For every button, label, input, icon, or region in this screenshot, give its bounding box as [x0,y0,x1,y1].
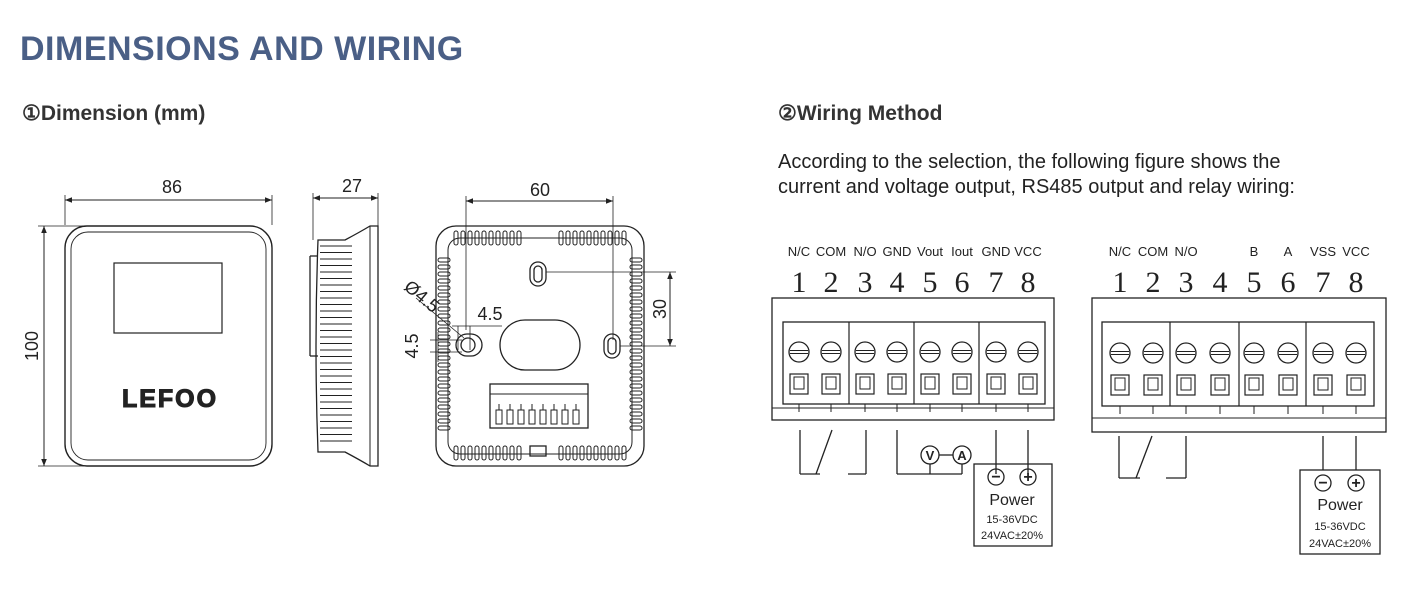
left-terminal-number: 4 [890,266,905,299]
right-power-ac: 24VAC±20% [1309,538,1371,550]
dimension-heading: ①Dimension (mm) [22,102,206,125]
left-terminal-number: 8 [1021,266,1036,299]
left-terminal-number: 5 [923,266,938,299]
dimension-hole-spacing-label: 60 [530,180,550,200]
right-terminal-number: 3 [1179,266,1194,299]
left-terminal-number: 6 [955,266,970,299]
right-terminal-number: 8 [1349,266,1364,299]
left-power-ac: 24VAC±20% [981,530,1043,542]
right-terminal-label: B [1250,244,1259,259]
left-power-title: Power [989,492,1035,509]
wiring-left-block [771,297,1055,547]
dimension-depth-label: 27 [342,176,362,196]
left-power-dc: 15-36VDC [986,514,1037,526]
left-terminal-label: GND [883,244,912,259]
dimension-hole-offset-label: 30 [650,299,670,319]
left-terminal-label: Iout [951,244,973,259]
right-terminal-number: 7 [1316,266,1331,299]
right-terminal-label: VCC [1342,244,1369,259]
left-terminal-label: COM [816,244,846,259]
side-view [309,193,379,467]
left-terminal-label: Vout [917,244,943,259]
left-terminal-number: 2 [824,266,839,299]
wiring-heading: ②Wiring Method [778,102,943,125]
dimension-width-label: 86 [162,177,182,197]
right-terminal-label: N/C [1109,244,1131,259]
right-terminal-label: N/O [1174,244,1197,259]
page-title: DIMENSIONS AND WIRING [20,30,464,68]
left-terminal-number: 7 [989,266,1004,299]
meter-v-label: V [926,448,935,463]
right-terminal-label: VSS [1310,244,1336,259]
front-view [38,195,273,467]
left-terminal-label: GND [982,244,1011,259]
right-terminal-number: 6 [1281,266,1296,299]
left-terminal-number: 3 [858,266,873,299]
dimension-slot-height-label: 4.5 [402,333,422,358]
right-plus-icon: + [1351,475,1360,492]
left-terminal-label: VCC [1014,244,1041,259]
right-terminal-label: COM [1138,244,1168,259]
right-power-dc: 15-36VDC [1314,521,1365,533]
wiring-right-block [1091,297,1387,555]
right-terminal-number: 5 [1247,266,1262,299]
right-terminal-label: A [1284,244,1293,259]
meter-a-label: A [957,448,967,463]
back-view [415,196,676,467]
right-terminal-labels: N/C COM N/O B A VSS VCC [1109,244,1370,259]
wiring-description: According to the selection, the followin… [778,150,1398,200]
right-minus-icon: − [1318,475,1327,492]
left-terminal-label: N/C [788,244,810,259]
right-terminal-number: 2 [1146,266,1161,299]
right-power-title: Power [1317,497,1363,514]
right-terminal-number: 4 [1213,266,1228,299]
logo-text: LEFOO [122,385,218,413]
dimension-hole-diameter-label: Ø4.5 [400,276,443,316]
wiring-description-line-1: According to the selection, the followin… [778,151,1281,173]
wiring-description-line-2: current and voltage output, RS485 output… [778,176,1295,198]
dimension-slot-width-label: 4.5 [477,304,502,324]
dimension-height-label: 100 [22,331,42,361]
right-terminal-number: 1 [1113,266,1128,299]
left-minus-icon: − [991,469,1000,486]
left-terminal-number: 1 [792,266,807,299]
left-plus-icon: + [1023,469,1032,486]
left-terminal-label: N/O [853,244,876,259]
